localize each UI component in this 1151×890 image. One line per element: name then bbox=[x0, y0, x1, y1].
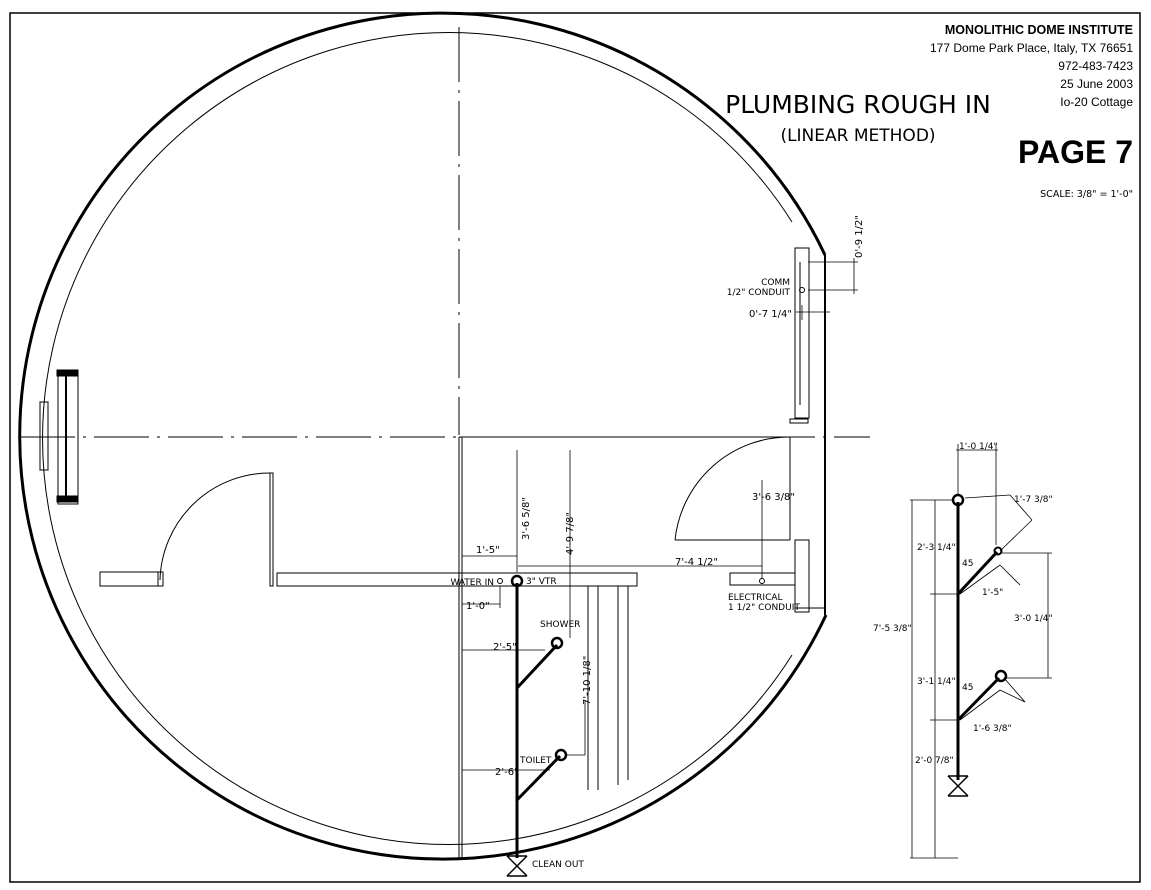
dome-inner-wall bbox=[42, 32, 793, 845]
dim-line bbox=[959, 689, 1001, 721]
riser-right-mid: 3'-0 1/4" bbox=[1014, 614, 1053, 624]
dim-line bbox=[964, 494, 1011, 499]
shower-label: SHOWER bbox=[540, 620, 580, 630]
left-partition bbox=[99, 571, 159, 587]
dome-outline bbox=[18, 11, 828, 861]
dim-line bbox=[999, 564, 1021, 586]
riser-diag-top: 1'-7 3/8" bbox=[1014, 495, 1053, 505]
institute-name: MONOLITHIC DOME INSTITUTE bbox=[945, 23, 1133, 37]
dim-2-6: 2'-6" bbox=[495, 767, 519, 778]
water-in-symbol bbox=[497, 578, 503, 584]
page-number: PAGE 7 bbox=[1018, 134, 1133, 170]
drawing-date: 25 June 2003 bbox=[1060, 77, 1133, 91]
riser-diagram bbox=[947, 493, 1008, 797]
dim-7-10-1-8: 7'-10 1/8" bbox=[582, 656, 593, 705]
riser-angle-upper: 45 bbox=[962, 559, 973, 569]
riser-top-symbol bbox=[951, 493, 965, 507]
electrical-box bbox=[729, 572, 796, 586]
dim-7-4-1-2: 7'-4 1/2" bbox=[675, 557, 718, 568]
toilet-label: TOILET bbox=[519, 756, 552, 766]
dim-line bbox=[999, 519, 1033, 552]
vtr-symbol bbox=[510, 574, 524, 588]
riser-angle-lower: 45 bbox=[962, 683, 973, 693]
drawing-subtitle: (LINEAR METHOD) bbox=[780, 126, 935, 146]
door-swing-left bbox=[159, 472, 271, 581]
riser-left-upper: 2'-3 1/4" bbox=[917, 543, 956, 553]
dim-line bbox=[999, 689, 1026, 703]
shower-branch bbox=[515, 643, 559, 690]
closet-panel-bottom bbox=[794, 539, 810, 613]
riser-left-mid: 3'-1 1/4" bbox=[917, 677, 956, 687]
riser-branch-upper bbox=[956, 550, 999, 596]
comm-dims bbox=[796, 258, 858, 320]
drawing-scale: SCALE: 3/8" = 1'-0" bbox=[1040, 189, 1133, 200]
door-jamb bbox=[269, 472, 274, 587]
closet-notch bbox=[789, 418, 809, 424]
electrical-dims bbox=[518, 480, 763, 578]
door-swing-right bbox=[674, 436, 791, 541]
electrical-conduit-point bbox=[759, 578, 765, 584]
clean-out-symbol bbox=[506, 855, 528, 877]
riser-lower-symbol bbox=[994, 669, 1008, 683]
dim-0-7-1-4: 0'-7 1/4" bbox=[749, 309, 792, 320]
riser-clean-out-cross-b bbox=[947, 775, 969, 797]
entry-hinge-top bbox=[56, 369, 78, 377]
shower-drain-symbol bbox=[550, 636, 564, 650]
project-name: Io-20 Cottage bbox=[1060, 95, 1133, 109]
comm-conduit-label: 1/2" CONDUIT bbox=[727, 288, 791, 298]
entry-frame-outer bbox=[39, 401, 49, 471]
closet-panel-top bbox=[794, 247, 810, 419]
riser-total: 7'-5 3/8" bbox=[873, 624, 912, 634]
toilet-drain-symbol bbox=[554, 748, 568, 762]
drawing-title: PLUMBING ROUGH IN bbox=[725, 90, 991, 119]
riser-top-width: 1'-0 1/4" bbox=[959, 442, 998, 452]
dim-1-0: 1'-0" bbox=[466, 601, 490, 612]
riser-left-lower: 2'-0 7/8" bbox=[915, 756, 954, 766]
dim-3-6-3-8: 3'-6 3/8" bbox=[752, 492, 795, 503]
sheet-border bbox=[9, 12, 1141, 883]
riser-dims bbox=[910, 444, 1052, 859]
comm-conduit-point bbox=[799, 287, 805, 293]
plan-dims bbox=[462, 450, 586, 771]
dim-line bbox=[1009, 494, 1033, 521]
riser-run-lower: 1'-6 3/8" bbox=[973, 724, 1012, 734]
water-in-label: WATER IN bbox=[450, 578, 494, 588]
toilet-branch bbox=[515, 754, 562, 802]
mid-partition bbox=[276, 572, 638, 587]
riser-upper-symbol bbox=[993, 546, 1003, 556]
riser-run-upper: 1'-5" bbox=[982, 588, 1003, 598]
institute-address: 177 Dome Park Place, Italy, TX 76651 bbox=[930, 41, 1133, 55]
electrical-conduit-label: 1 1/2" CONDUIT bbox=[728, 603, 800, 613]
electrical-label: ELECTRICAL bbox=[728, 593, 783, 603]
comm-label: COMM bbox=[761, 278, 790, 288]
dim-2-5: 2'-5" bbox=[493, 642, 517, 653]
clean-out-cross-b bbox=[506, 855, 528, 877]
dim-0-9-1-2: 0'-9 1/2" bbox=[854, 215, 865, 258]
riser-branch-lower bbox=[956, 676, 1001, 722]
dome-outer-wall bbox=[18, 11, 828, 861]
left-entry bbox=[39, 369, 79, 505]
plumbing-lines bbox=[497, 574, 568, 858]
dim-1-5: 1'-5" bbox=[476, 545, 500, 556]
center-lines bbox=[20, 27, 870, 438]
vtr-label: 3" VTR bbox=[526, 577, 557, 587]
dim-3-6-5-8: 3'-6 5/8" bbox=[521, 497, 532, 540]
dim-4-9-7-8: 4'-9 7/8" bbox=[565, 512, 576, 555]
interior-walls bbox=[99, 247, 825, 860]
dim-line bbox=[1003, 677, 1026, 703]
institute-phone: 972-483-7423 bbox=[1058, 59, 1133, 73]
entry-hinge-bottom bbox=[56, 495, 78, 503]
dim-line bbox=[959, 564, 1001, 595]
clean-out-label: CLEAN OUT bbox=[532, 860, 584, 870]
